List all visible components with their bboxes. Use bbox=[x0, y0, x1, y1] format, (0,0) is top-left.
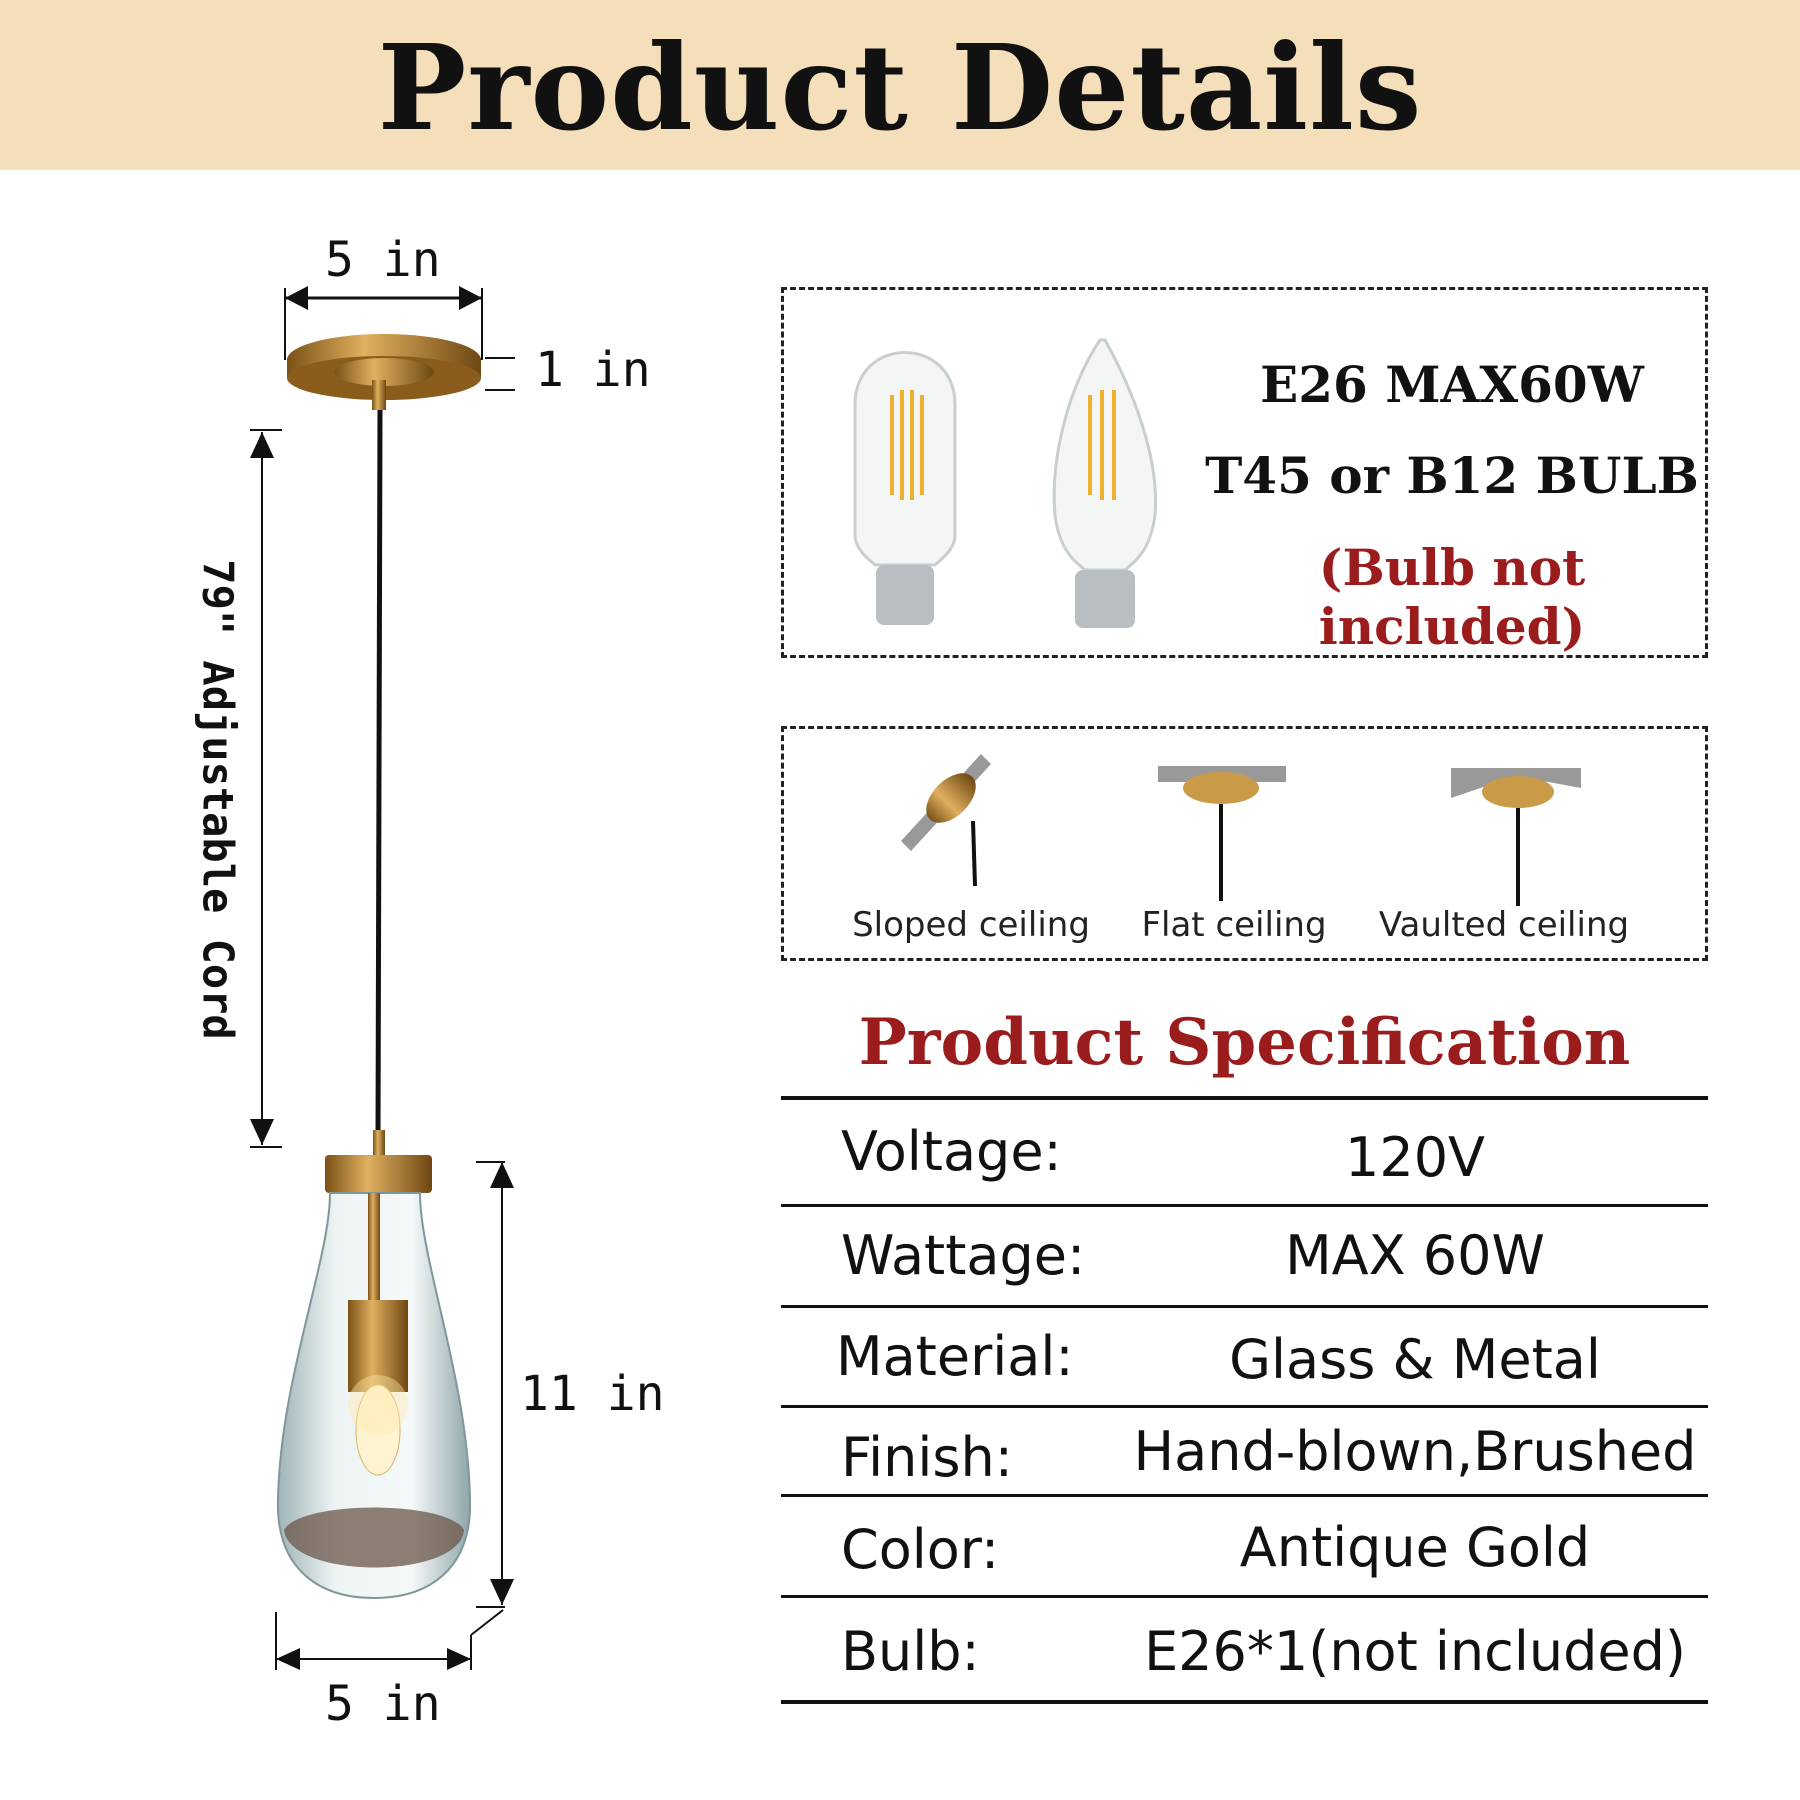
table-divider bbox=[781, 1700, 1708, 1704]
shade-width-dimension bbox=[275, 1609, 504, 1670]
b12-bulb-icon bbox=[1052, 338, 1158, 628]
bulb-images bbox=[853, 338, 1158, 628]
cord-length-label: 79" Adjustable Cord bbox=[193, 559, 243, 1040]
vaulted-ceiling-icon bbox=[1451, 768, 1581, 906]
canopy bbox=[287, 334, 481, 410]
table-divider bbox=[781, 1595, 1708, 1598]
flat-ceiling-icon bbox=[1158, 766, 1286, 901]
spec-value-voltage: 120V bbox=[1344, 1126, 1485, 1189]
spec-value-finish: Hand-blown,Brushed bbox=[1133, 1420, 1697, 1483]
spec-label-voltage: Voltage: bbox=[841, 1120, 1062, 1183]
spec-value-material: Glass & Metal bbox=[1229, 1328, 1601, 1391]
sloped-ceiling-icon bbox=[901, 754, 991, 887]
shade-width-label: 5 in bbox=[325, 1676, 441, 1732]
shade-height-label: 11 in bbox=[520, 1366, 665, 1422]
glass-shade bbox=[276, 1130, 472, 1600]
spec-label-wattage: Wattage: bbox=[841, 1224, 1086, 1287]
table-divider bbox=[781, 1494, 1708, 1497]
pendant-light-drawing bbox=[250, 286, 515, 1670]
table-divider bbox=[781, 1204, 1708, 1207]
cord bbox=[375, 409, 383, 1136]
table-divider bbox=[781, 1305, 1708, 1308]
canopy-width-label: 5 in bbox=[325, 232, 441, 288]
header-banner bbox=[0, 0, 1800, 170]
shade-height-dimension bbox=[476, 1161, 514, 1608]
cord-length-dimension bbox=[250, 429, 282, 1148]
spec-title: Product Specification bbox=[858, 1005, 1631, 1080]
bulb-not-included-note: (Bulb not included) bbox=[1318, 538, 1586, 656]
spec-label-material: Material: bbox=[836, 1325, 1074, 1388]
t45-bulb-icon bbox=[853, 351, 957, 625]
spec-value-color: Antique Gold bbox=[1239, 1516, 1591, 1579]
spec-value-wattage: MAX 60W bbox=[1285, 1224, 1545, 1287]
ceiling-mount-box bbox=[781, 726, 1708, 961]
canopy-height-label: 1 in bbox=[535, 342, 651, 398]
canopy-width-dimension bbox=[284, 286, 483, 360]
table-divider bbox=[781, 1096, 1708, 1100]
mount-label-flat: Flat ceiling bbox=[1141, 905, 1327, 945]
bulb-type-spec: T45 or B12 BULB bbox=[1205, 446, 1699, 505]
mount-label-sloped: Sloped ceiling bbox=[852, 905, 1090, 945]
spec-label-bulb: Bulb: bbox=[841, 1620, 980, 1683]
ceiling-mount-icons bbox=[901, 754, 1581, 906]
mount-label-vaulted: Vaulted ceiling bbox=[1378, 905, 1630, 945]
table-divider bbox=[781, 1405, 1708, 1408]
bulb-info-box bbox=[781, 287, 1708, 658]
spec-label-color: Color: bbox=[841, 1518, 1000, 1581]
spec-value-bulb: E26*1(not included) bbox=[1144, 1620, 1686, 1683]
page-title: Product Details bbox=[377, 18, 1423, 157]
bulb-base-spec: E26 MAX60W bbox=[1260, 355, 1644, 414]
spec-label-finish: Finish: bbox=[841, 1426, 1013, 1489]
